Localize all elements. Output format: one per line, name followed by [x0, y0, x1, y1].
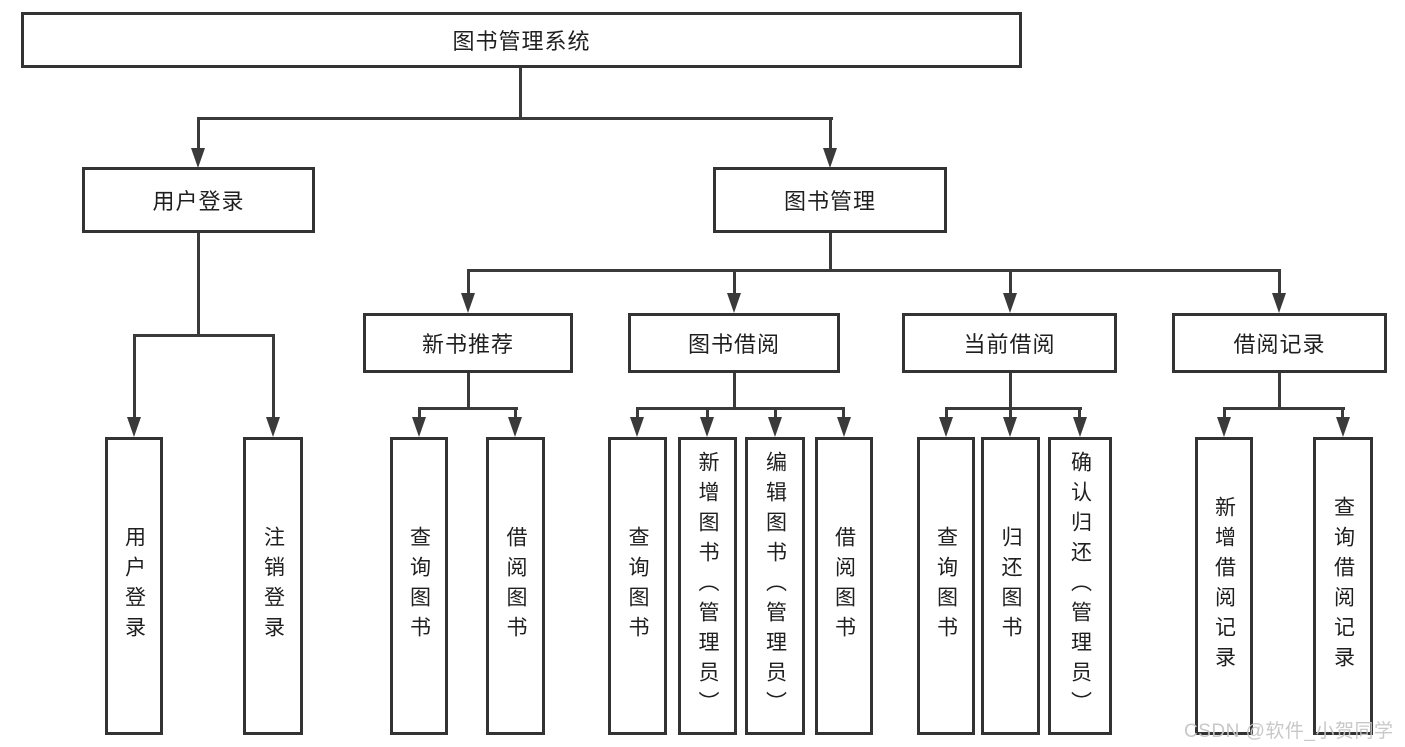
node-leaf-query-books-borrow-label: 查询图书	[626, 526, 649, 646]
connector-borrow-records-rail	[1223, 407, 1345, 410]
node-current-borrow-label: 当前借阅	[963, 332, 1056, 357]
arrow-book-mgmt	[823, 148, 837, 168]
connector-user-login-rail	[133, 334, 275, 337]
arrow-leaf-borrow-books-borrow	[837, 417, 851, 437]
node-leaf-query-borrow-record: 查询借阅记录	[1313, 437, 1373, 735]
connector-book-borrow-stub	[733, 271, 736, 295]
node-leaf-query-books-borrow: 查询图书	[608, 437, 667, 735]
connector-level3-rail	[467, 269, 1281, 272]
arrow-leaf-return-book	[1003, 417, 1017, 437]
connector-book-borrow-down	[733, 373, 736, 409]
arrow-leaf-add-book-admin	[700, 417, 714, 437]
connector-new-book-rec-rail	[418, 407, 518, 410]
node-leaf-borrow-books-borrow: 借阅图书	[815, 437, 873, 735]
arrow-leaf-logout	[266, 417, 280, 437]
arrow-leaf-borrow-books-rec	[508, 417, 522, 437]
connector-new-book-rec-down	[467, 373, 470, 409]
connector-leaf-stub	[1078, 409, 1081, 419]
node-leaf-borrow-books-rec-label: 借阅图书	[504, 526, 527, 646]
node-leaf-confirm-return-admin: 确认归还（管理员）	[1048, 437, 1112, 735]
node-book-borrow: 图书借阅	[628, 313, 840, 373]
node-leaf-logout-label: 注销登录	[261, 526, 285, 646]
connector-leaf-stub	[636, 409, 639, 419]
node-book-mgmt: 图书管理	[713, 167, 947, 233]
connector-leaf-stub	[1223, 409, 1226, 419]
node-leaf-query-borrow-record-label: 查询借阅记录	[1331, 496, 1355, 676]
node-leaf-add-borrow-record: 新增借阅记录	[1195, 437, 1253, 735]
node-leaf-add-borrow-record-label: 新增借阅记录	[1212, 496, 1236, 676]
connector-current-borrow-rail	[945, 407, 1082, 410]
arrow-borrow-records	[1272, 293, 1286, 313]
arrow-leaf-edit-book-admin	[768, 417, 782, 437]
connector-borrow-records-down	[1278, 373, 1281, 409]
arrow-new-book-rec	[461, 293, 475, 313]
arrow-leaf-query-books-borrow	[630, 417, 644, 437]
node-book-mgmt-label: 图书管理	[783, 189, 876, 214]
connector-user-login-stub	[197, 119, 200, 150]
arrow-user-login	[191, 148, 205, 168]
node-leaf-query-books-current: 查询图书	[917, 437, 975, 735]
arrow-current-borrow	[1003, 293, 1017, 313]
node-current-borrow: 当前借阅	[902, 313, 1117, 373]
node-root-label: 图书管理系统	[452, 29, 591, 54]
node-leaf-logout: 注销登录	[243, 437, 303, 735]
node-leaf-confirm-return-admin-label: 确认归还（管理员）	[1068, 451, 1092, 721]
connector-root-down	[519, 68, 522, 119]
connector-leaf-stub	[706, 409, 709, 419]
node-new-book-rec: 新书推荐	[363, 313, 573, 373]
watermark: CSDN @软件_小贺同学	[1184, 721, 1394, 742]
node-leaf-user-login: 用户登录	[105, 437, 163, 735]
connector-book-borrow-rail	[636, 407, 845, 410]
node-book-borrow-label: 图书借阅	[687, 332, 780, 357]
node-borrow-records: 借阅记录	[1172, 313, 1387, 373]
arrow-leaf-query-borrow-record	[1336, 417, 1350, 437]
node-leaf-query-books-rec: 查询图书	[390, 437, 448, 735]
node-leaf-user-login-label: 用户登录	[122, 526, 146, 646]
connector-leaf-stub	[945, 409, 948, 419]
node-leaf-edit-book-admin: 编辑图书（管理员）	[745, 437, 805, 735]
node-new-book-rec-label: 新书推荐	[421, 332, 514, 357]
arrow-leaf-query-books-rec	[412, 417, 426, 437]
connector-leaf-user-login-stub	[133, 336, 136, 418]
connector-current-borrow-down	[1009, 373, 1012, 409]
connector-leaf-logout-stub	[272, 336, 275, 418]
node-leaf-query-books-current-label: 查询图书	[934, 526, 958, 646]
node-borrow-records-label: 借阅记录	[1233, 332, 1326, 357]
arrow-leaf-confirm-return-admin	[1073, 417, 1087, 437]
connector-leaf-stub	[774, 409, 777, 419]
node-leaf-return-book-label: 归还图书	[999, 526, 1022, 646]
connector-leaf-stub	[514, 409, 517, 419]
connector-borrow-records-stub	[1278, 271, 1281, 295]
node-user-login: 用户登录	[82, 167, 315, 233]
connector-level2-rail	[197, 117, 833, 120]
connector-leaf-stub	[1009, 409, 1012, 419]
node-leaf-return-book: 归还图书	[981, 437, 1040, 735]
node-leaf-edit-book-admin-label: 编辑图书（管理员）	[763, 451, 787, 721]
connector-book-mgmt-stub	[829, 119, 832, 150]
node-root: 图书管理系统	[21, 12, 1022, 68]
arrow-leaf-query-books-current	[939, 417, 953, 437]
connector-book-mgmt-down	[829, 233, 832, 271]
node-leaf-add-book-admin: 新增图书（管理员）	[678, 437, 737, 735]
connector-new-book-rec-stub	[467, 271, 470, 295]
arrow-leaf-user-login	[127, 417, 141, 437]
connector-current-borrow-stub	[1009, 271, 1012, 295]
node-leaf-query-books-rec-label: 查询图书	[407, 526, 431, 646]
node-leaf-borrow-books-rec: 借阅图书	[486, 437, 545, 735]
connector-user-login-down	[197, 233, 200, 336]
arrow-leaf-add-borrow-record	[1217, 417, 1231, 437]
connector-leaf-stub	[418, 409, 421, 419]
connector-leaf-stub	[1341, 409, 1344, 419]
node-user-login-label: 用户登录	[152, 189, 245, 214]
node-leaf-borrow-books-borrow-label: 借阅图书	[832, 526, 856, 646]
node-leaf-add-book-admin-label: 新增图书（管理员）	[696, 451, 719, 721]
arrow-book-borrow	[727, 293, 741, 313]
connector-leaf-stub	[842, 409, 845, 419]
